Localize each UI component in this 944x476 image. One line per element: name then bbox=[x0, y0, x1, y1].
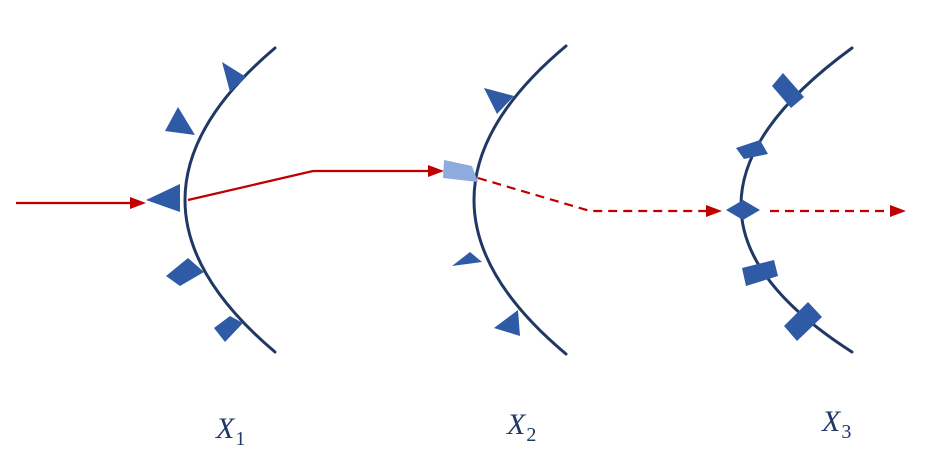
solid-path-segment bbox=[187, 169, 430, 202]
solid-path-arrowhead bbox=[428, 165, 444, 177]
stage-3-marker-2 bbox=[736, 140, 768, 159]
stage-1-marker-4 bbox=[166, 258, 204, 286]
stage-2-group bbox=[443, 44, 568, 356]
stage-2-marker-highlight bbox=[443, 160, 478, 182]
stage-1-label-sub: 1 bbox=[235, 428, 246, 450]
stage-3-label-main: X bbox=[822, 405, 841, 438]
stage-2-marker-1 bbox=[484, 88, 514, 114]
stage-2-marker-4 bbox=[494, 310, 520, 336]
stage-1-marker-1 bbox=[222, 62, 246, 92]
dashed-path-segment bbox=[477, 176, 708, 213]
output-arrowhead bbox=[890, 205, 906, 217]
stage-2-marker-3 bbox=[452, 252, 482, 266]
stage-1-marker-5 bbox=[214, 316, 243, 342]
stage-1-arc bbox=[183, 46, 277, 354]
stage-2-label-sub: 2 bbox=[526, 424, 537, 446]
stage-1-group bbox=[146, 46, 277, 354]
stage-3-group bbox=[726, 46, 854, 354]
signal-path bbox=[16, 165, 906, 217]
stage-1-marker-3 bbox=[146, 184, 180, 212]
stage-2-label: X2 bbox=[507, 408, 536, 447]
input-arrowhead bbox=[130, 197, 146, 209]
stage-2-label-main: X bbox=[507, 408, 526, 441]
dashed-path-arrowhead bbox=[706, 205, 722, 217]
stage-3-marker-3 bbox=[726, 200, 760, 220]
stage-3-marker-5 bbox=[784, 302, 822, 341]
stage-3-label: X3 bbox=[822, 405, 851, 444]
stage-1-label-main: X bbox=[216, 412, 235, 445]
stage-3-marker-4 bbox=[742, 260, 778, 286]
stage-3-marker-1 bbox=[772, 73, 804, 108]
stage-3-label-sub: 3 bbox=[841, 421, 852, 443]
stage-1-label: X1 bbox=[216, 412, 245, 451]
stage-2-arc bbox=[472, 44, 568, 356]
stage-1-marker-2 bbox=[165, 107, 195, 135]
